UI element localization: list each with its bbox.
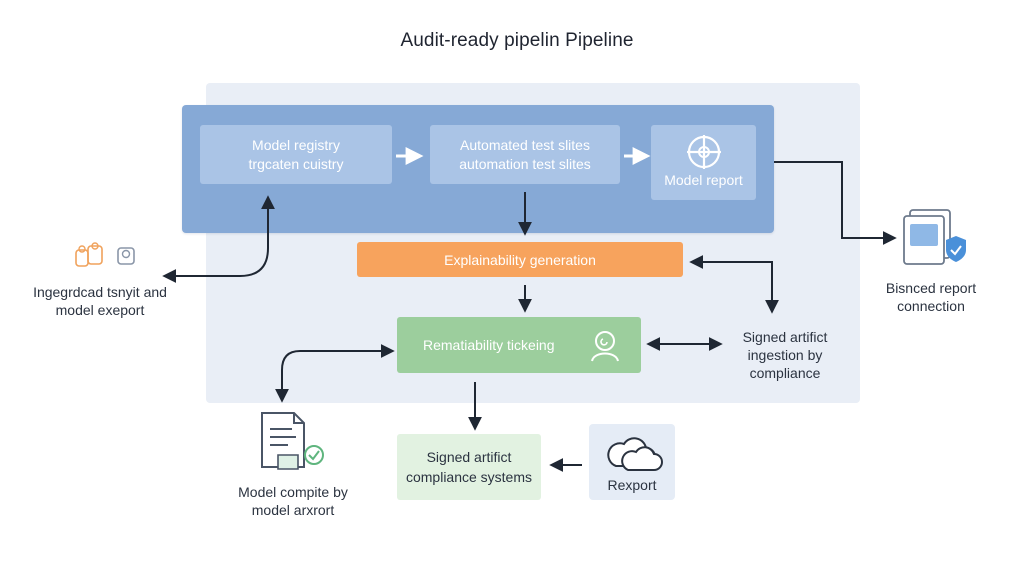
signed-ingestion-line2: ingestion by [747, 347, 823, 363]
left-label-line2: model exeport [55, 302, 145, 318]
signed-systems-line1: Signed artifict [426, 449, 512, 465]
signed-ingestion-line3: compliance [749, 365, 821, 381]
rematiability-label: Rematiability tickeing [423, 337, 555, 353]
arrow-report-connection [774, 161, 897, 245]
rematiability-box: Rematiability tickeing [397, 317, 641, 373]
rexport-label: Rexport [607, 477, 657, 493]
user-avatar-icon [591, 331, 619, 362]
model-registry-line2: trgcaten cuistry [248, 155, 344, 172]
arrow-remat-to-doc [275, 344, 395, 403]
automated-tests-line1: Automated test slites [460, 136, 590, 153]
crosshair-gear-icon [687, 135, 721, 169]
document-side-label: Model compite by model arxrort [228, 483, 358, 519]
model-registry-line1: Model registry [252, 136, 340, 153]
diagram-title: Audit-ready pipelin Pipeline [400, 30, 634, 51]
automated-tests-line2: automation test slites [459, 155, 591, 172]
doc-label-line2: model arxrort [251, 502, 335, 518]
model-report-label: Model report [664, 172, 743, 188]
left-side-label: Ingegrdcad tsnyit and model exeport [30, 283, 170, 319]
document-check-icon [261, 412, 324, 470]
signed-systems-line2: compliance systems [405, 469, 533, 485]
report-conn-line1: Bisnced report [885, 280, 977, 296]
arrow-explain-to-ingestion [689, 255, 779, 314]
automated-tests-box: Automated test slites automation test sl… [430, 125, 620, 184]
signed-ingestion-label: Signed artifict ingestion by compliance [730, 328, 840, 382]
signed-artifact-systems-box: Signed artifict compliance systems [397, 434, 541, 500]
signed-ingestion-line1: Signed artifict [742, 329, 828, 345]
explainability-generation-box: Explainability generation [357, 242, 683, 277]
model-report-box: Model report [651, 125, 756, 200]
model-registry-box: Model registry trgcaten cuistry [200, 125, 392, 184]
rexport-box: Rexport [589, 424, 675, 500]
cloud-icon [607, 437, 663, 471]
doc-label-line1: Model compite by [238, 484, 348, 500]
report-connection-label: Bisnced report connection [870, 279, 992, 315]
left-label-line1: Ingegrdcad tsnyit and [33, 284, 167, 300]
report-conn-line2: connection [897, 298, 965, 314]
report-shield-icon [903, 209, 966, 265]
arrow-registry-to-left [162, 195, 275, 283]
people-icon [75, 242, 135, 267]
explainability-label: Explainability generation [444, 251, 596, 268]
